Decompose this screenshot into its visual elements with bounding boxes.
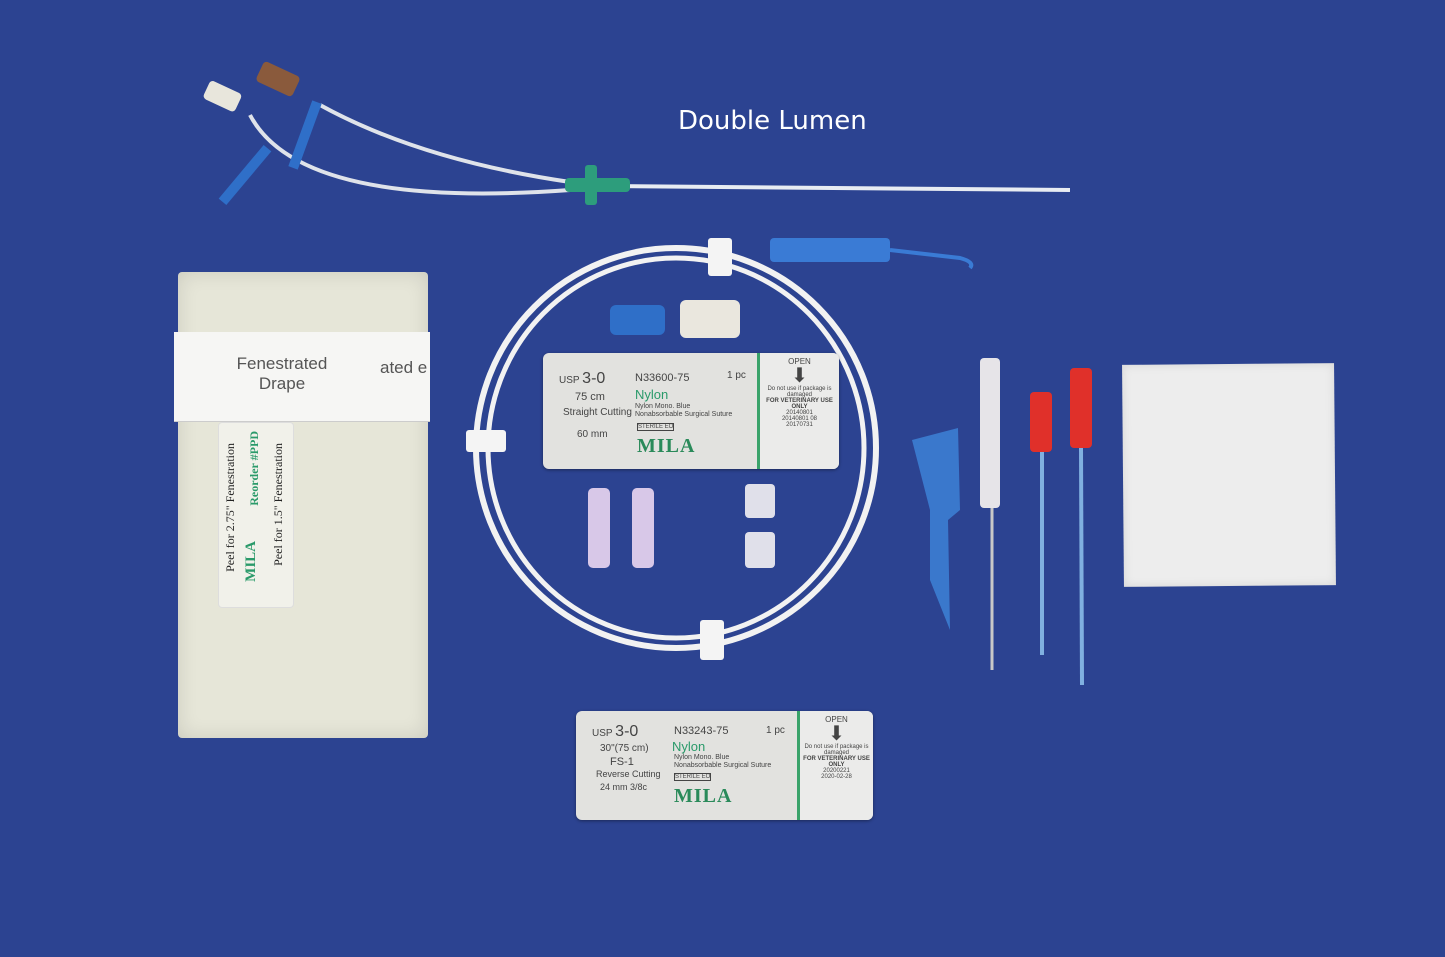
brand-logo: MILA xyxy=(637,435,696,457)
product-code: N33600-75 xyxy=(635,372,690,384)
open-label: OPEN xyxy=(825,715,848,724)
needle-type: Reverse Cutting xyxy=(596,769,661,779)
peel-left-label: Peel for 2.75" Fenestration xyxy=(223,443,237,572)
drape-label-partial: ated e xyxy=(380,358,428,377)
open-flap: OPEN ⬇ Do not use if package is damaged … xyxy=(757,353,839,469)
vet-use-label: FOR VETERINARY USE ONLY xyxy=(803,756,870,768)
mfg-date: 2020-02-28 xyxy=(821,774,852,780)
desc-2: Nonabsorbable Surgical Suture xyxy=(674,762,772,769)
damage-warning: Do not use if package is damaged xyxy=(767,386,832,398)
suture-packet-2: USP 3-0 30"(75 cm) FS-1 Reverse Cutting … xyxy=(576,711,873,820)
open-flap: OPEN ⬇ Do not use if package is damaged … xyxy=(797,711,873,820)
mfg-date: 20140801 08 xyxy=(781,416,818,422)
drape-peel-tab: Peel for 2.75" Fenestration Reorder #PPD… xyxy=(218,422,294,608)
needle-type: Straight Cutting xyxy=(563,407,632,418)
needle-code: FS-1 xyxy=(610,756,634,768)
kit-title: Double Lumen xyxy=(678,106,867,136)
expiry-date: 20170731 xyxy=(786,422,813,428)
down-arrow-icon: ⬇ xyxy=(791,365,808,387)
usp-label: USP xyxy=(592,728,613,739)
usp-label: USP xyxy=(559,375,580,386)
desc-1: Nylon Mono. Blue xyxy=(674,754,730,761)
suture-length: 75 cm xyxy=(575,391,605,403)
material: Nylon xyxy=(672,739,706,754)
reorder-label: Reorder #PPD xyxy=(247,431,261,506)
down-arrow-icon: ⬇ xyxy=(828,723,845,745)
accessories xyxy=(588,300,1092,686)
double-lumen-catheter xyxy=(203,61,1071,206)
brand-logo: MILA xyxy=(674,785,733,807)
suture-packet-1: USP 3-0 75 cm Straight Cutting 60 mm N33… xyxy=(543,353,839,469)
quantity: 1 pc xyxy=(727,370,746,381)
peel-right-label: Peel for 1.5" Fenestration xyxy=(271,443,285,566)
sterile-badge: STERILE EO xyxy=(674,773,712,781)
lot-number: 20200221 xyxy=(823,768,850,774)
vet-use-label: FOR VETERINARY USE ONLY xyxy=(766,398,833,410)
product-code: N33243-75 xyxy=(674,725,729,737)
drape-label: Fenestrated Drape xyxy=(236,354,328,393)
desc-2: Nonabsorbable Surgical Suture xyxy=(635,411,733,418)
needle-size: 24 mm 3/8c xyxy=(600,782,648,792)
suture-size: 3-0 xyxy=(582,370,606,387)
drape-brand: MILA xyxy=(243,541,259,582)
guidewire-loop xyxy=(466,238,974,660)
gauze-sponge xyxy=(1122,363,1336,587)
lot-number: 20140801 xyxy=(786,410,813,416)
suture-length: 30"(75 cm) xyxy=(600,743,649,754)
drape-label-band: Fenestrated Drape ated e xyxy=(174,332,430,422)
quantity: 1 pc xyxy=(766,725,785,736)
open-label: OPEN xyxy=(788,357,811,366)
material: Nylon xyxy=(635,387,669,402)
needle-size: 60 mm xyxy=(577,429,608,440)
suture-size: 3-0 xyxy=(615,723,639,740)
sterile-badge: STERILE EO xyxy=(637,423,675,431)
desc-1: Nylon Mono. Blue xyxy=(635,403,691,410)
damage-warning: Do not use if package is damaged xyxy=(804,744,869,756)
